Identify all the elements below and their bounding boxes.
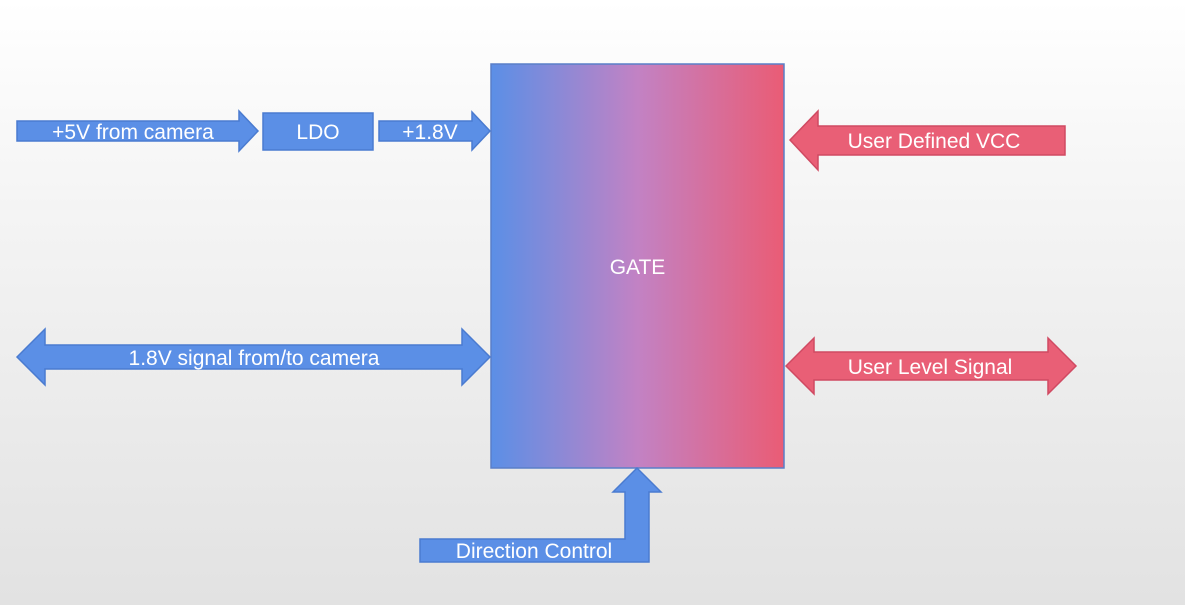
user-vcc-label: User Defined VCC <box>848 130 1021 153</box>
ldo-output-label: +1.8V <box>402 121 457 144</box>
camera-power-label: +5V from camera <box>52 121 214 144</box>
user-signal-label: User Level Signal <box>848 356 1013 379</box>
camera-power-arrow <box>16 109 260 153</box>
camera-signal-label: 1.8V signal from/to camera <box>129 347 380 370</box>
camera-signal-arrow <box>15 327 492 387</box>
ldo-label: LDO <box>296 121 339 144</box>
ldo-output-arrow <box>378 110 492 152</box>
user-signal-arrow <box>784 336 1078 396</box>
gate-block <box>490 63 785 469</box>
gate-label: GATE <box>610 256 666 279</box>
user-vcc-arrow <box>788 109 1066 172</box>
ldo-block <box>262 112 374 151</box>
direction-control-arrow <box>419 466 663 563</box>
direction-control-label: Direction Control <box>456 540 612 563</box>
